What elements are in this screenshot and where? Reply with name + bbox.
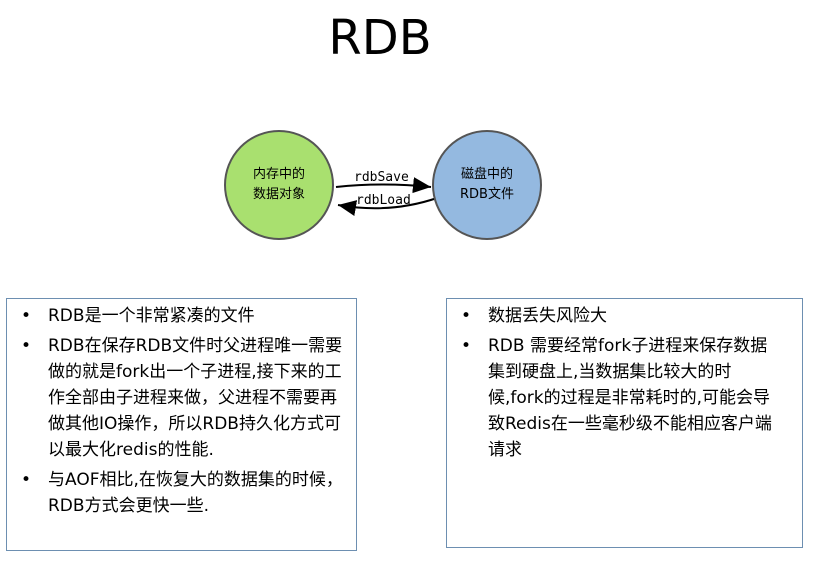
memory-node-line1: 内存中的 (252, 167, 305, 182)
disadvantages-box: 数据丢失风险大 RDB 需要经常fork子进程来保存数据集到硬盘上,当数据集比较… (446, 298, 803, 548)
rdbload-arrow (337, 197, 438, 216)
list-item: RDB在保存RDB文件时父进程唯一需要做的就是fork出一个子进程,接下来的工作… (17, 333, 348, 463)
memory-node-line2: 数据对象 (252, 187, 305, 202)
disadvantages-list: 数据丢失风险大 RDB 需要经常fork子进程来保存数据集到硬盘上,当数据集比较… (457, 303, 792, 463)
advantages-list: RDB是一个非常紧凑的文件 RDB在保存RDB文件时父进程唯一需要做的就是for… (17, 303, 346, 519)
slide-title: RDB (328, 10, 432, 66)
disk-rdb-node: 磁盘中的 RDB文件 (432, 130, 542, 240)
rdbsave-label: rdbSave (354, 170, 409, 185)
list-item: 与AOF相比,在恢复大的数据集的时候，RDB方式会更快一些. (17, 467, 348, 519)
rdbload-label: rdbLoad (356, 193, 411, 208)
rdbsave-arrow (335, 177, 432, 194)
disk-node-line2: RDB文件 (460, 187, 514, 202)
list-item: RDB是一个非常紧凑的文件 (17, 303, 348, 329)
list-item: RDB 需要经常fork子进程来保存数据集到硬盘上,当数据集比较大的时候,for… (457, 333, 783, 463)
advantages-box: RDB是一个非常紧凑的文件 RDB在保存RDB文件时父进程唯一需要做的就是for… (6, 298, 357, 551)
list-item: 数据丢失风险大 (457, 303, 783, 329)
memory-data-node: 内存中的 数据对象 (224, 130, 334, 240)
disk-node-line1: 磁盘中的 (460, 167, 513, 182)
